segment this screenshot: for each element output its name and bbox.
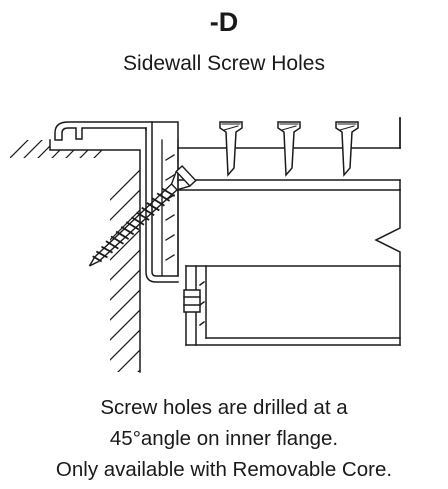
removable-core (185, 265, 401, 346)
inner-flange (161, 139, 179, 277)
bolt-head (183, 289, 201, 313)
screw (88, 164, 197, 267)
wall-hatching (10, 140, 140, 372)
trim-flange (54, 121, 153, 141)
caption-line-1: Screw holes are drilled at a (100, 396, 348, 419)
wall-outline (49, 139, 141, 373)
page-subtitle: Sidewall Screw Holes (123, 52, 325, 75)
caption: Screw holes are drilled at a 45°angle on… (0, 392, 448, 485)
caption-line-2: 45°angle on inner flange. (109, 427, 339, 450)
caption-line-3: Only available with Removable Core. (55, 458, 393, 481)
sidewall-channel (145, 121, 179, 283)
drainage-slot-3 (335, 121, 359, 177)
drainage-slot-1 (219, 121, 243, 177)
break-line (374, 189, 401, 267)
drainage-slot-2 (277, 121, 301, 177)
page-title: -D (209, 7, 239, 37)
